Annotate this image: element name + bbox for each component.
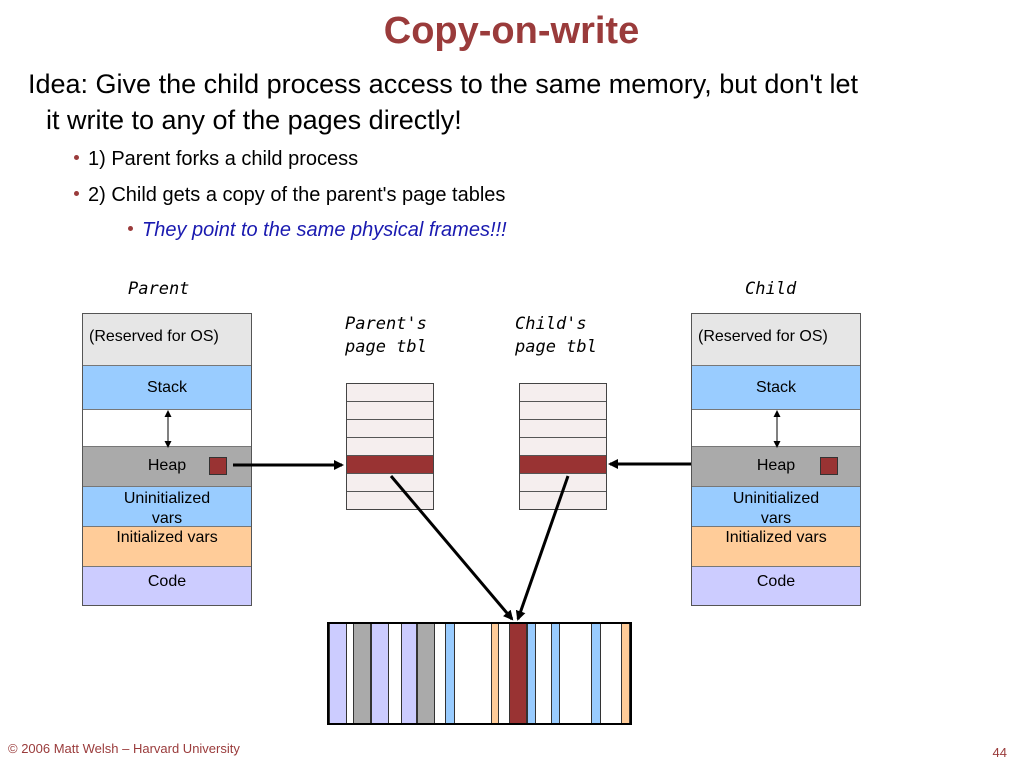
physical-memory-frames [327,622,632,725]
child-heap-page-icon [820,457,838,475]
physical-frame [371,624,389,723]
page-table-entry [520,384,606,402]
page-table-entry-shared [520,456,606,474]
parent-page-table [346,383,434,510]
parent-stack-segment: Stack [83,366,251,410]
physical-frame [621,624,630,723]
child-init-segment: Initialized vars [692,527,860,567]
page-table-entry-shared [347,456,433,474]
physical-frame [401,624,417,723]
intro-text: Idea: Give the child process access to t… [28,66,998,138]
page-table-entry [347,492,433,509]
page-table-entry [520,438,606,456]
page-table-entry [520,492,606,509]
physical-frame [491,624,499,723]
parent-heap-label: Heap [147,457,187,474]
parent-free-gap [83,410,251,447]
parent-uninit-label-2: vars [151,510,183,527]
bullet-1: 1) Parent forks a child process [74,148,358,171]
child-code-segment: Code [692,567,860,605]
page-number: 44 [992,745,1007,760]
footer-copyright: © 2006 Matt Welsh – Harvard University [8,741,240,756]
physical-frame [527,624,536,723]
child-page-table-label-line-1: Child's [515,314,587,334]
parent-label: Parent [128,279,190,299]
bullet-dot-icon [74,191,79,197]
bullet-1-text: 1) Parent forks a child process [88,148,359,170]
child-free-gap [692,410,860,447]
parent-heap-segment: Heap [83,447,251,487]
parent-page-table-label-line-2: page tbl [345,337,427,357]
page-table-entry [347,420,433,438]
bullet-dot-icon [128,226,133,232]
slide-title: Copy-on-write [383,10,640,52]
parent-heap-page-icon [209,457,227,475]
physical-frame [353,624,371,723]
bullet-dot-icon [74,155,79,161]
child-uninit-segment: Uninitialized vars [692,487,860,527]
bullet-2-text: 2) Child gets a copy of the parent's pag… [88,184,506,206]
physical-frame [445,624,455,723]
page-table-entry [347,402,433,420]
child-label: Child [745,279,797,299]
child-heap-segment: Heap [692,447,860,487]
page-table-entry [347,384,433,402]
parent-page-table-label: Parent's page tbl [345,313,427,359]
parent-code-segment: Code [83,567,251,605]
child-stack-segment: Stack [692,366,860,410]
physical-frame-shared [509,624,527,723]
child-uninit-label-1: Uninitialized [732,490,820,507]
parent-uninit-segment: Uninitialized vars [83,487,251,527]
physical-frame [551,624,560,723]
child-page-table-label: Child's page tbl [515,313,597,359]
parent-uninit-label-1: Uninitialized [123,490,211,507]
page-table-entry [520,474,606,492]
page-table-entry [347,474,433,492]
intro-line-2: it write to any of the pages directly! [46,105,462,135]
page-table-entry [520,402,606,420]
child-page-table-label-line-2: page tbl [515,337,597,357]
child-heap-label: Heap [756,457,796,474]
page-table-entry [520,420,606,438]
intro-line-1: Idea: Give the child process access to t… [28,69,859,99]
physical-frame [417,624,435,723]
physical-frame [329,624,347,723]
sub-bullet: They point to the same physical frames!!… [128,219,507,242]
child-page-table [519,383,607,510]
bullet-2: 2) Child gets a copy of the parent's pag… [74,184,505,207]
sub-bullet-text: They point to the same physical frames!!… [142,219,507,241]
parent-page-table-label-line-1: Parent's [345,314,427,334]
parent-init-segment: Initialized vars [83,527,251,567]
physical-frame [591,624,601,723]
child-address-space: (Reserved for OS) Stack Heap Uninitializ… [691,313,861,606]
parent-address-space: (Reserved for OS) Stack Heap Uninitializ… [82,313,252,606]
page-table-entry [347,438,433,456]
child-uninit-label-2: vars [760,510,792,527]
parent-reserved-os-segment: (Reserved for OS) [83,314,251,366]
child-reserved-os-segment: (Reserved for OS) [692,314,860,366]
